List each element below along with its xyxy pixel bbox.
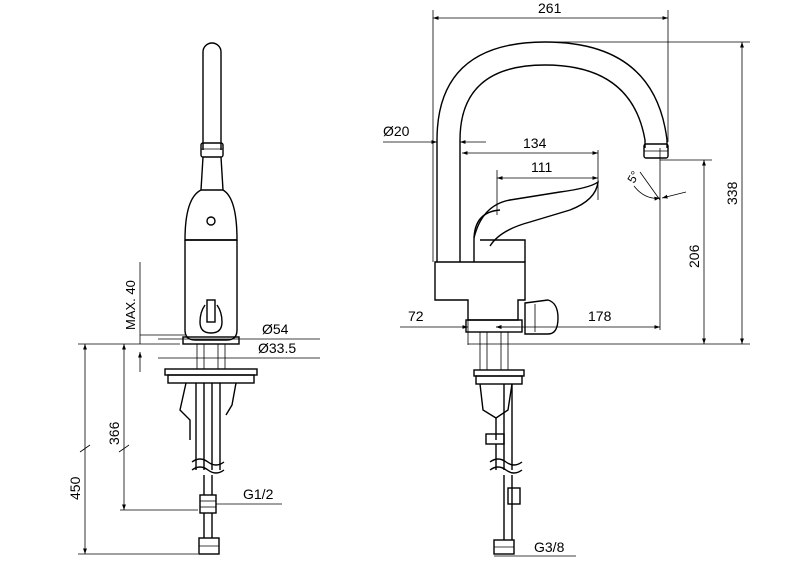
dim-54-label: Ø54: [262, 321, 289, 337]
side-view-dimensions: [383, 10, 750, 557]
dim-178-label: 178: [588, 308, 612, 324]
angle-5-label: 5°: [624, 168, 642, 185]
side-view-faucet: [434, 41, 669, 555]
dim-338-label: 338: [724, 181, 740, 205]
dim-111-label: 111: [531, 159, 552, 175]
dim-261-label: 261: [538, 0, 562, 16]
dim-20-label: Ø20: [383, 123, 410, 139]
thread-g38-label: G3/8: [534, 539, 565, 555]
dim-206-label: 206: [686, 244, 702, 268]
dim-33-5-label: Ø33.5: [258, 340, 296, 356]
dim-366-label: 366: [106, 421, 122, 445]
thread-g12-label: G1/2: [243, 486, 274, 502]
front-view-dimensions: [78, 262, 320, 555]
front-view-faucet: [164, 42, 258, 555]
dim-134-label: 134: [523, 135, 547, 151]
max-40-label: MAX. 40: [123, 280, 138, 330]
dim-450-label: 450: [67, 476, 83, 500]
dim-72-label: 72: [408, 308, 424, 324]
